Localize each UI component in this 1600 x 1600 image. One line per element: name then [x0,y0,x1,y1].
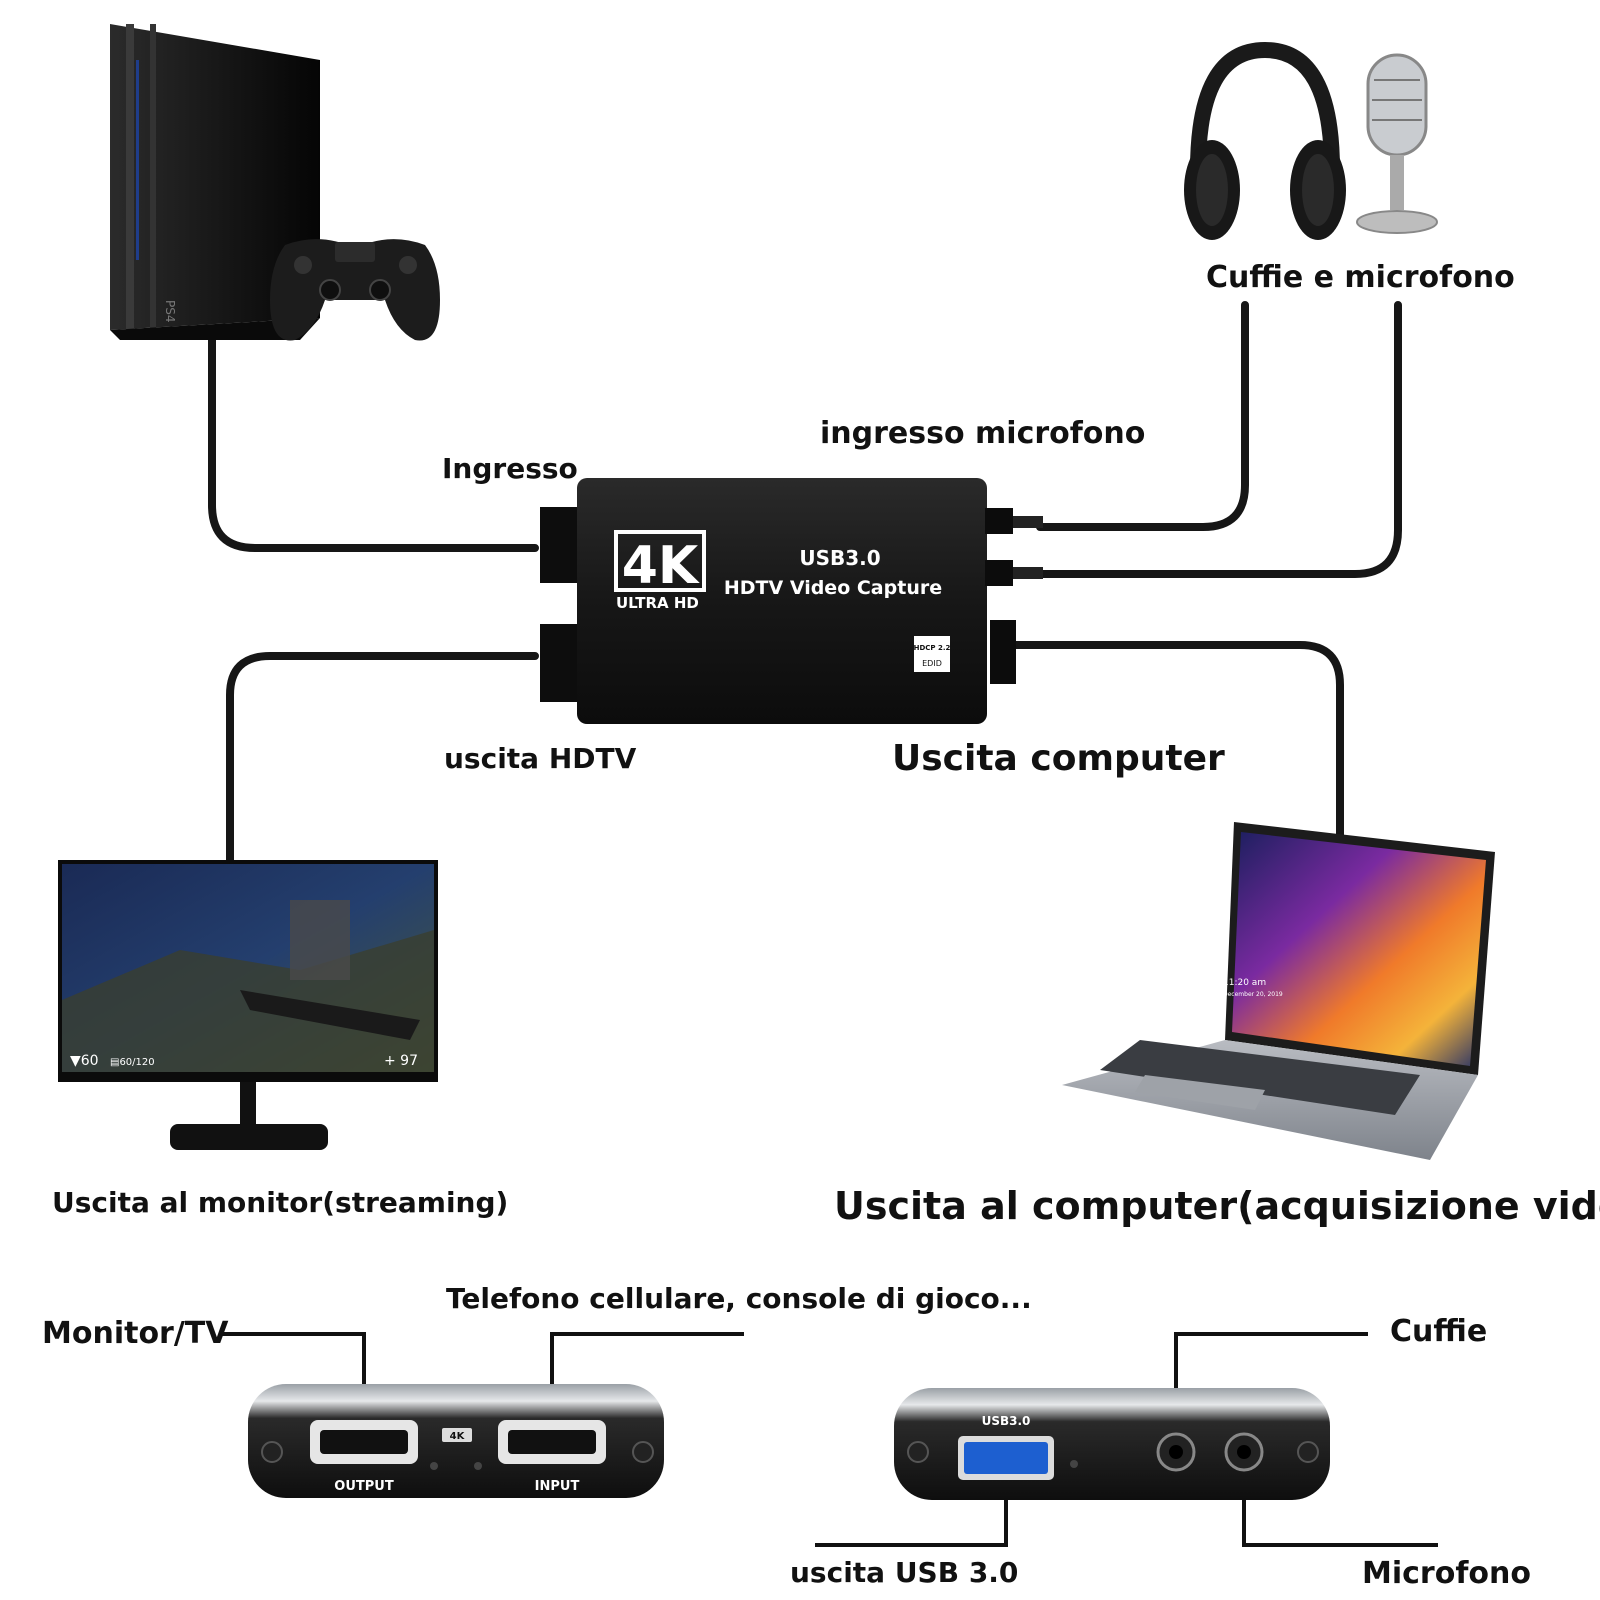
cable-headphones [1036,301,1249,531]
label-headphones: Cuffie [1390,1314,1488,1349]
console-brand-text: PS4 [163,300,177,323]
laptop-time: 11:20 am [1223,978,1266,988]
monitor-hud-left: ▼60 [70,1053,99,1069]
label-computer-out: Uscita computer [892,738,1225,779]
device-4k-logo: 4K [622,536,700,596]
cables [208,301,1402,864]
label-headset-mic: Cuffie e microfono [1206,260,1515,295]
monitor-hud-right: + 97 [384,1053,418,1069]
label-hdtv-out: uscita HDTV [444,742,637,775]
ps4-console: PS4 [110,24,320,340]
cable-computer [1006,641,1344,839]
microphone-image [1356,53,1438,234]
label-usb-out: uscita USB 3.0 [790,1556,1019,1589]
device-ultrahd-logo: ULTRA HD [616,594,699,612]
hdmi-in-plug [540,507,578,583]
input-port-label: INPUT [535,1479,580,1494]
label-phone-console: Telefono cellulare, console di gioco... [446,1282,1032,1315]
cable-monitor [226,652,539,864]
laptop-date: December 20, 2019 [1223,991,1283,998]
edid-badge: EDID [922,659,942,668]
closeup-4k-badge: 4K [450,1431,466,1442]
usb-port-label: USB3.0 [982,1414,1031,1428]
ports-closeup-usb-audio: USB3.0 [815,1332,1438,1547]
cable-console [208,326,539,552]
label-computer-capture: Uscita al computer(acquisizione video) [834,1184,1600,1228]
game-controller [270,239,440,341]
ports-closeup-hdmi: 4K OUTPUT INPUT [222,1332,744,1498]
label-monitor-tv: Monitor/TV [42,1316,229,1351]
device-usb-text: USB3.0 [799,546,880,570]
cable-microphone [1036,301,1402,578]
label-mic-input: ingresso microfono [820,416,1146,451]
laptop-image: 11:20 am December 20, 2019 [1062,822,1495,1160]
monitor-hud-mid: ▤60/120 [110,1057,155,1068]
label-monitor-out: Uscita al monitor(streaming) [52,1186,509,1219]
device-capture-text: HDTV Video Capture [724,577,942,599]
output-port-label: OUTPUT [334,1479,394,1494]
label-microphone: Microfono [1362,1556,1531,1591]
headphones-image [1184,41,1346,240]
capture-device: 4K ULTRA HD USB3.0 HDTV Video Capture HD… [540,478,1043,724]
hdmi-out-plug [540,624,578,702]
hdcp-badge: HDCP 2.2 [914,644,951,652]
monitor-image: ▼60 ▤60/120 + 97 [58,860,438,1150]
label-input: Ingresso [442,452,578,485]
